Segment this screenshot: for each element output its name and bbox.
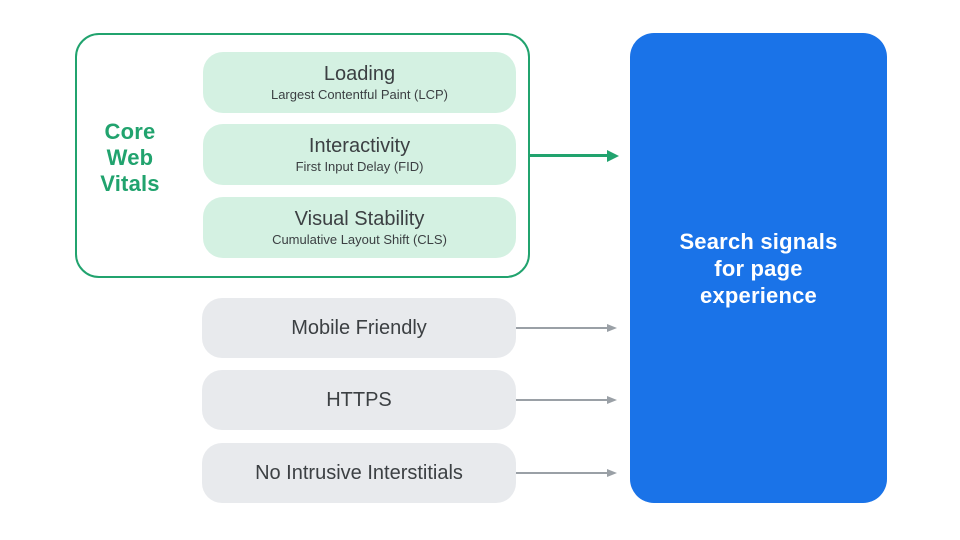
signal-pill-mobile-friendly: Mobile Friendly xyxy=(202,298,516,358)
cwv-pill-loading: Loading Largest Contentful Paint (LCP) xyxy=(203,52,516,113)
cwv-pill-visual-stability-subtitle: Cumulative Layout Shift (CLS) xyxy=(272,232,447,247)
arrow-mobile-friendly-icon xyxy=(516,327,607,329)
cwv-pill-interactivity: Interactivity First Input Delay (FID) xyxy=(203,124,516,185)
core-web-vitals-label: Core Web Vitals xyxy=(100,119,160,196)
cwv-pill-loading-title: Loading xyxy=(323,63,396,85)
signal-pill-https: HTTPS xyxy=(202,370,516,430)
search-signals-box: Search signals for page experience xyxy=(630,33,887,503)
cwv-pill-interactivity-title: Interactivity xyxy=(308,135,411,157)
cwv-pill-interactivity-subtitle: First Input Delay (FID) xyxy=(295,159,424,174)
signal-pill-no-intrusive-interstitials: No Intrusive Interstitials xyxy=(202,443,516,503)
cwv-pill-visual-stability: Visual Stability Cumulative Layout Shift… xyxy=(203,197,516,258)
arrow-no-intrusive-interstitials-icon xyxy=(516,472,607,474)
cwv-pill-loading-subtitle: Largest Contentful Paint (LCP) xyxy=(270,87,449,102)
arrow-core-web-vitals-icon xyxy=(530,154,607,157)
arrow-https-icon xyxy=(516,399,607,401)
cwv-pill-visual-stability-title: Visual Stability xyxy=(294,208,425,230)
search-signals-label: Search signals for page experience xyxy=(679,228,838,308)
